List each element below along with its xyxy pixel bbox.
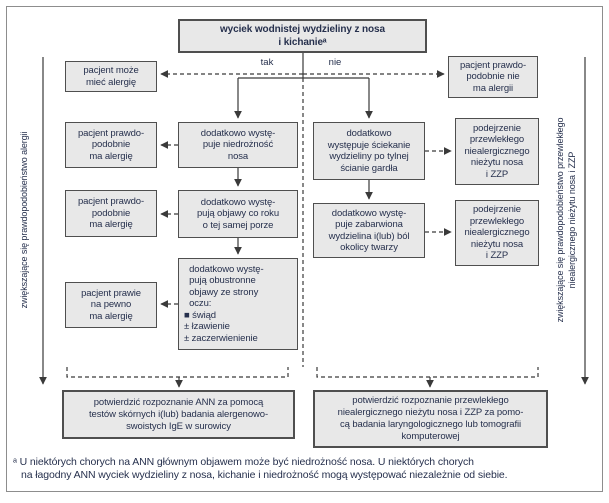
bottom-right-bracket: [316, 367, 539, 378]
node-left-outcome-2: pacjent prawdo- podobnie ma alergię: [65, 122, 157, 168]
node-left-outcome-1: pacjent może mieć alergię: [65, 61, 157, 92]
node-mid-condition-3: dodatkowo wystę- pują obustronne objawy …: [178, 258, 298, 350]
left-axis-label: zwiększające się prawdopodobieństwo aler…: [19, 131, 29, 309]
branch-label-tak: tak: [260, 57, 274, 68]
figure-border: [6, 6, 603, 492]
node-right-outcome-top: pacjent prawdo- podobnie nie ma alergii: [448, 56, 538, 98]
branch-label-nie: nie: [328, 57, 342, 68]
node-right-outcome-1: podejrzenie przewlekłego niealergicznego…: [455, 118, 539, 185]
node-start-symptom: wyciek wodnistej wydzieliny z nosa i kic…: [178, 19, 427, 53]
node-mid-condition-2: dodatkowo wystę- pują objawy co roku o t…: [178, 190, 298, 238]
node-right-outcome-2: podejrzenie przewlekłego niealergicznego…: [455, 200, 539, 266]
right-axis-label: zwiększające się prawdopodobieństwo prze…: [555, 117, 577, 323]
node-confirm-nonallergic: potwierdzić rozpoznanie przewlekłego nie…: [313, 390, 548, 448]
node-confirm-ann: potwierdzić rozpoznanie ANN za pomocą te…: [62, 390, 295, 439]
node-mid-condition-1: dodatkowo wystę- puje niedrożność nosa: [178, 122, 298, 168]
node-right-condition-1: dodatkowo występuje ściekanie wydzieliny…: [313, 122, 425, 180]
footnote: ᵃ U niektórych chorych na ANN głównym ob…: [13, 456, 508, 481]
node-right-condition-2: dodatkowo wystę- puje zabarwiona wydziel…: [313, 203, 425, 258]
node-left-outcome-3: pacjent prawdo- podobnie ma alergię: [65, 190, 157, 237]
node-left-outcome-4: pacjent prawie na pewno ma alergię: [65, 282, 157, 328]
bottom-left-bracket: [66, 367, 289, 378]
